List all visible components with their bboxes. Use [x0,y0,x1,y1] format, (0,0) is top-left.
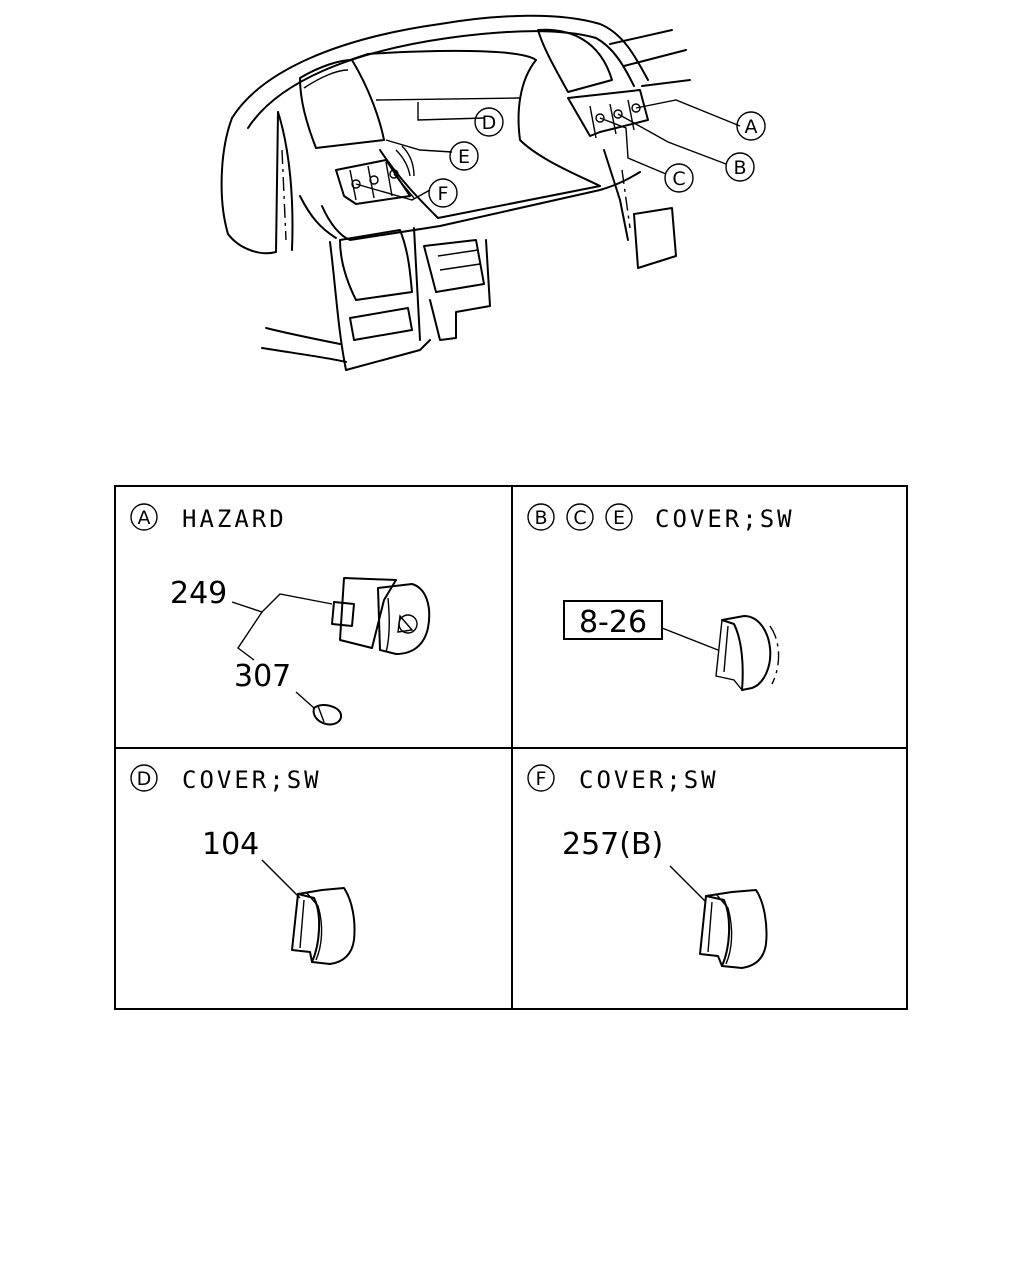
panel-d-title: COVER;SW [182,766,322,794]
part-number-249: 249 [170,576,227,611]
callout-f: F [428,178,458,208]
part-number-104: 104 [202,827,259,862]
leader-257b [669,865,707,903]
bulb-drawing [312,704,342,726]
svg-text:E: E [613,507,625,529]
svg-text:D: D [482,112,497,134]
callout-c: C [664,163,694,193]
panel-hazard-badge-a: A [130,503,158,531]
panel-bce-badge-c: C [566,503,594,531]
panel-d-badge-d: D [130,764,158,792]
hazard-switch-drawing [331,577,431,655]
svg-text:E: E [458,146,470,168]
svg-text:F: F [438,183,449,205]
svg-text:A: A [745,116,758,138]
callout-b: B [725,152,755,182]
ref-box [563,600,663,640]
cover-switch-f-drawing [699,889,768,969]
callout-e: E [449,141,479,171]
callout-a: A [736,111,766,141]
panel-cover-bce: B C E COVER;SW 8-26 [527,503,795,691]
leader-249-307 [231,601,264,661]
svg-text:A: A [138,507,151,529]
panel-cover-d: D COVER;SW 104 [130,764,356,965]
leader-307 [295,691,315,709]
svg-text:C: C [573,507,586,529]
leader-8-26 [661,627,719,651]
dashboard-illustration [220,14,741,371]
svg-text:B: B [534,507,547,529]
parts-table [114,485,908,1010]
svg-text:F: F [536,768,547,790]
panel-f-badge-f: F [527,764,555,792]
panel-bce-badge-b: B [527,503,555,531]
svg-text:B: B [733,157,746,179]
panel-cover-f: F COVER;SW 257(B) [527,764,768,969]
panel-bce-badge-e: E [605,503,633,531]
callout-d: D [474,107,504,137]
panel-hazard: A HAZARD 249 307 [130,503,431,726]
leader-249 [261,593,333,613]
ref-box-label: 8-26 [579,605,647,640]
cover-switch-d-drawing [291,887,356,965]
svg-text:D: D [137,768,152,790]
panel-hazard-title: HAZARD [182,505,287,533]
panel-bce-title: COVER;SW [655,505,795,533]
part-number-307: 307 [234,659,291,694]
leader-104 [261,859,301,899]
part-number-257b: 257(B) [562,827,663,862]
panel-f-title: COVER;SW [579,766,719,794]
cover-switch-bce-drawing [715,615,780,691]
svg-text:C: C [672,168,685,190]
